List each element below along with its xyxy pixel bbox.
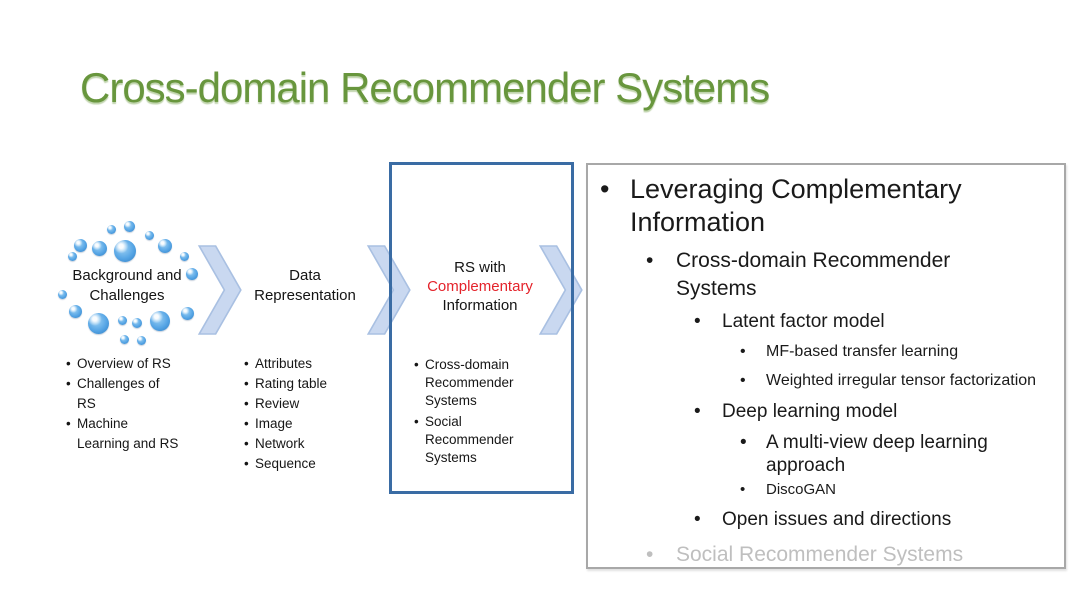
outline-item-muted: •Social Recommender Systems [600,541,1058,569]
list-item: •Attributes [244,354,327,374]
sphere-dot-icon [87,312,109,334]
sphere-dot-icon [73,238,87,252]
flow-step-2-label-line: Data [289,267,321,284]
outline-item: •Latent factor model [600,309,1058,335]
sphere-dot-icon [179,251,189,261]
sphere-dot-icon [57,289,67,299]
bullet-icon: • [244,396,249,411]
sphere-dot-icon [117,315,127,325]
sphere-dot-icon [91,240,107,256]
flow-step-2-label-line: Representation [254,287,356,304]
bullet-icon: • [414,357,419,372]
flow-step-2-label: Data Representation [245,266,365,306]
sphere-dot-icon [186,268,198,280]
flow-step-3-label-line: Information [442,297,518,314]
flow-step-1-label-line: Background and [72,267,182,284]
bullet-icon: • [244,356,249,371]
flow-step-3-label: RS with Complementary Information [400,258,560,315]
flow-step-1-label-line: Challenges [89,287,165,304]
list-item: •Rating table [244,374,327,394]
outline-item: •MF-based transfer learning [600,340,1058,364]
bullet-icon: • [694,509,701,530]
sphere-dot-icon [144,230,154,240]
outline-item: •A multi-view deep learning approach [740,432,988,476]
bullet-icon: • [740,481,746,498]
list-item: •Social Recommender Systems [414,414,514,465]
sphere-dot-icon [150,311,170,331]
list-item: •Sequence [244,454,327,474]
outline-item: •Open issues and directions [600,507,1058,533]
bullet-icon: • [646,543,654,566]
chevron-right-icon [197,245,242,335]
list-item: •Cross-domain Recommender Systems [414,357,514,408]
bullet-icon: • [694,311,701,332]
list-item: •Challenges of RS [66,376,160,411]
sphere-dot-icon [123,220,135,232]
sphere-dot-icon [106,224,116,234]
flow-step-3-label-highlighted-line: Complementary [427,278,533,295]
flow-step-1-label: Background and Challenges [62,266,192,306]
bullet-icon: • [244,416,249,431]
sphere-dot-icon [119,334,129,344]
sphere-dot-icon [114,240,136,262]
list-item: •Review [244,394,327,414]
list-item: •Image [244,414,327,434]
bullet-icon: • [740,432,747,453]
bullet-icon: • [740,343,746,360]
outline-item: •Weighted irregular tensor factorization [600,369,1058,393]
bullet-icon: • [694,401,701,422]
sphere-dot-icon [132,318,142,328]
step-1-bullet-list: •Overview of RS •Challenges of RS •Machi… [66,354,181,454]
flow-step-3-label-line: RS with [454,259,506,276]
sphere-dot-icon [68,304,82,318]
bullet-icon: • [66,376,71,391]
sphere-dot-icon [180,306,194,320]
outline-panel: •Leveraging Complementary Information •C… [586,163,1066,569]
sphere-dot-icon [67,251,77,261]
bullet-icon: • [66,416,71,431]
bullet-icon: • [244,456,249,471]
outline-item: •Leveraging Complementary Information [600,174,962,237]
outline-item: •Cross-domain Recommender Systems [646,249,951,300]
outline-item: •DiscoGAN [740,481,837,498]
list-item: •Overview of RS [66,354,181,374]
bullet-icon: • [414,414,419,429]
list-item: •Network [244,434,327,454]
blue-sphere-cluster-icon [50,213,210,353]
step-3-bullet-list: •Cross-domain Recommender Systems •Socia… [414,356,525,470]
bullet-icon: • [244,376,249,391]
list-item: •Machine Learning and RS [66,416,179,451]
bullet-icon: • [646,249,654,272]
bullet-icon: • [66,356,71,371]
step-2-bullet-list: •Attributes •Rating table •Review •Image… [244,354,327,474]
outline-item: •Deep learning model [600,399,1058,425]
bullet-icon: • [600,174,610,204]
bullet-icon: • [740,372,746,389]
bullet-icon: • [244,436,249,451]
slide-title: Cross-domain Recommender Systems [80,64,770,111]
sphere-dot-icon [136,335,146,345]
sphere-dot-icon [158,239,172,253]
